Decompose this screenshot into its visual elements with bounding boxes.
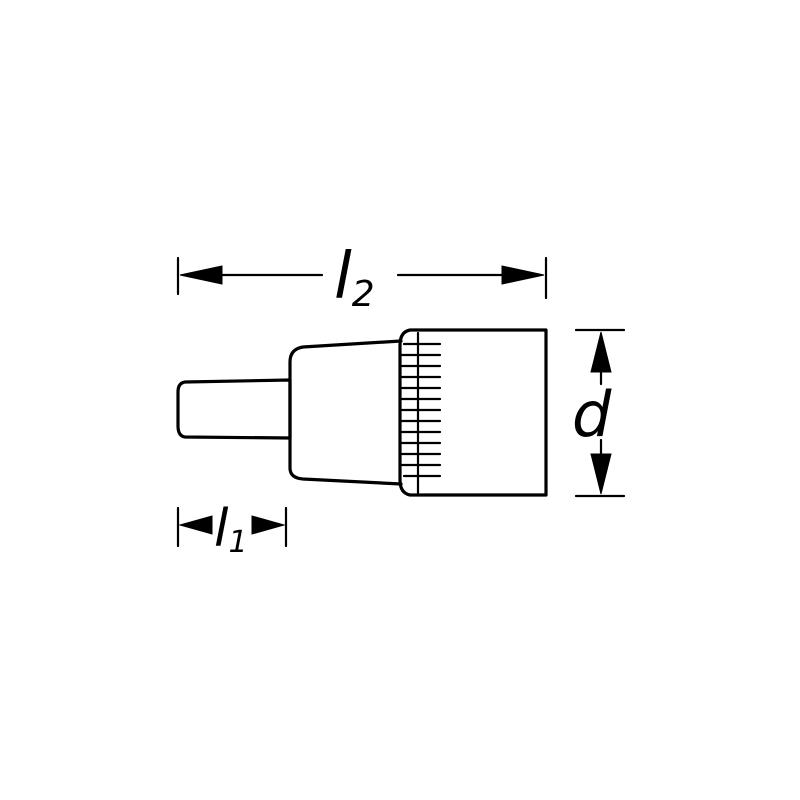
l2-letter: l — [334, 240, 352, 314]
l2-arrow-right — [501, 265, 545, 285]
dimension-l2: l2 — [176, 240, 548, 315]
knurl-pattern — [400, 342, 442, 478]
l1-arrow-right — [251, 515, 286, 535]
socket-body — [398, 328, 548, 497]
l1-letter: l — [214, 499, 229, 559]
bit-holder — [288, 339, 403, 486]
d-arrow-top — [590, 331, 612, 373]
bit-blade — [176, 378, 292, 440]
l1-label: l1 — [214, 499, 248, 560]
d-label: d — [572, 378, 612, 451]
tool-outline — [176, 328, 548, 497]
dimension-l1: l1 — [176, 499, 288, 560]
d-arrow-bottom — [590, 453, 612, 495]
l2-subscript: 2 — [352, 274, 375, 315]
l2-label: l2 — [334, 240, 375, 315]
l2-arrow-left — [179, 265, 223, 285]
l1-arrow-left — [178, 515, 213, 535]
dimension-d: d — [572, 328, 626, 498]
l1-subscript: 1 — [228, 525, 247, 560]
